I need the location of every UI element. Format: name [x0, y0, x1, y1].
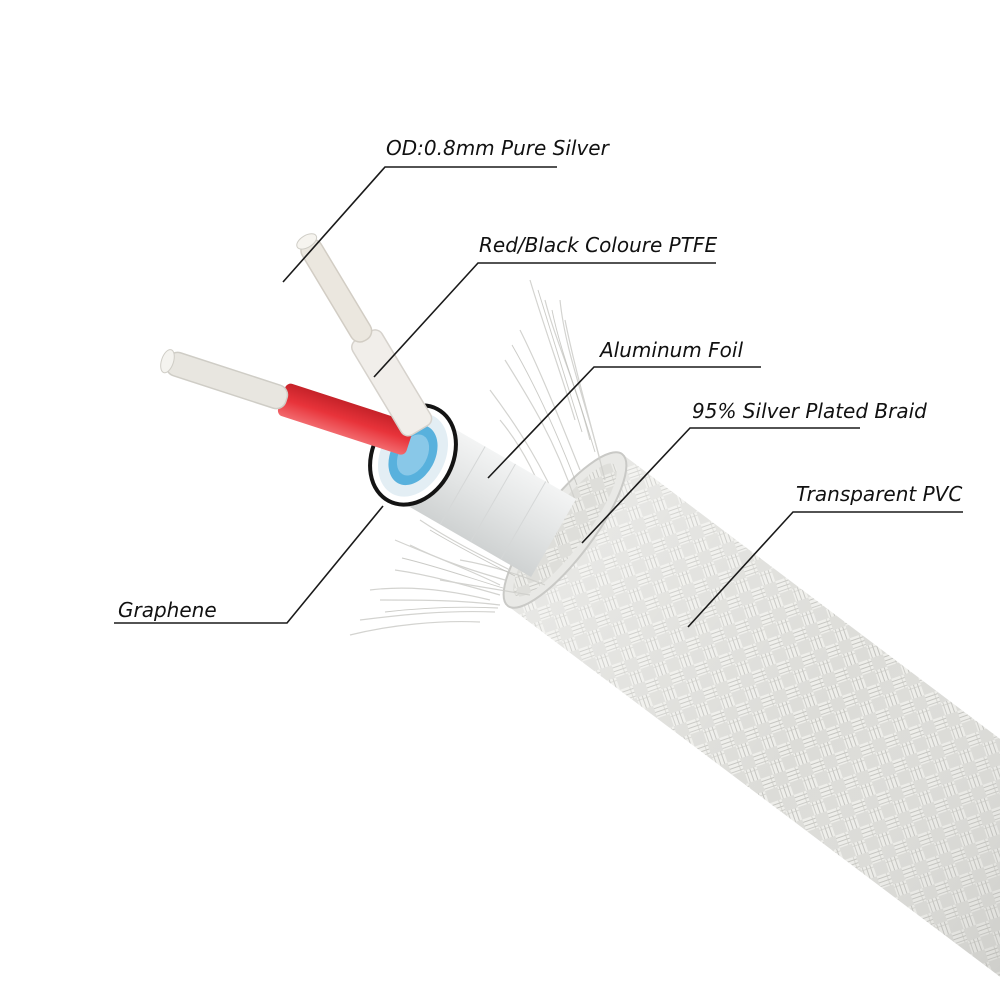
label-insulation: Red/Black Coloure PTFE: [479, 233, 717, 257]
outer-jacket: [502, 451, 1000, 992]
labels: OD:0.8mm Pure Silver Red/Black Coloure P…: [118, 136, 962, 622]
leader-insulation: [373, 262, 716, 378]
label-braid: 95% Silver Plated Braid: [692, 399, 927, 423]
leader-lines: [114, 166, 963, 628]
leader-jacket: [687, 511, 963, 628]
label-graphene: Graphene: [118, 598, 217, 622]
label-jacket: Transparent PVC: [796, 482, 962, 506]
clear-ptfe-wire: [296, 233, 433, 437]
leader-conductor: [282, 166, 557, 283]
leader-braid: [581, 427, 860, 544]
label-conductor: OD:0.8mm Pure Silver: [386, 136, 611, 160]
leader-graphene: [114, 505, 384, 624]
leader-foil: [487, 366, 761, 479]
red-ptfe-wire: [160, 349, 414, 455]
label-foil: Aluminum Foil: [598, 338, 743, 362]
